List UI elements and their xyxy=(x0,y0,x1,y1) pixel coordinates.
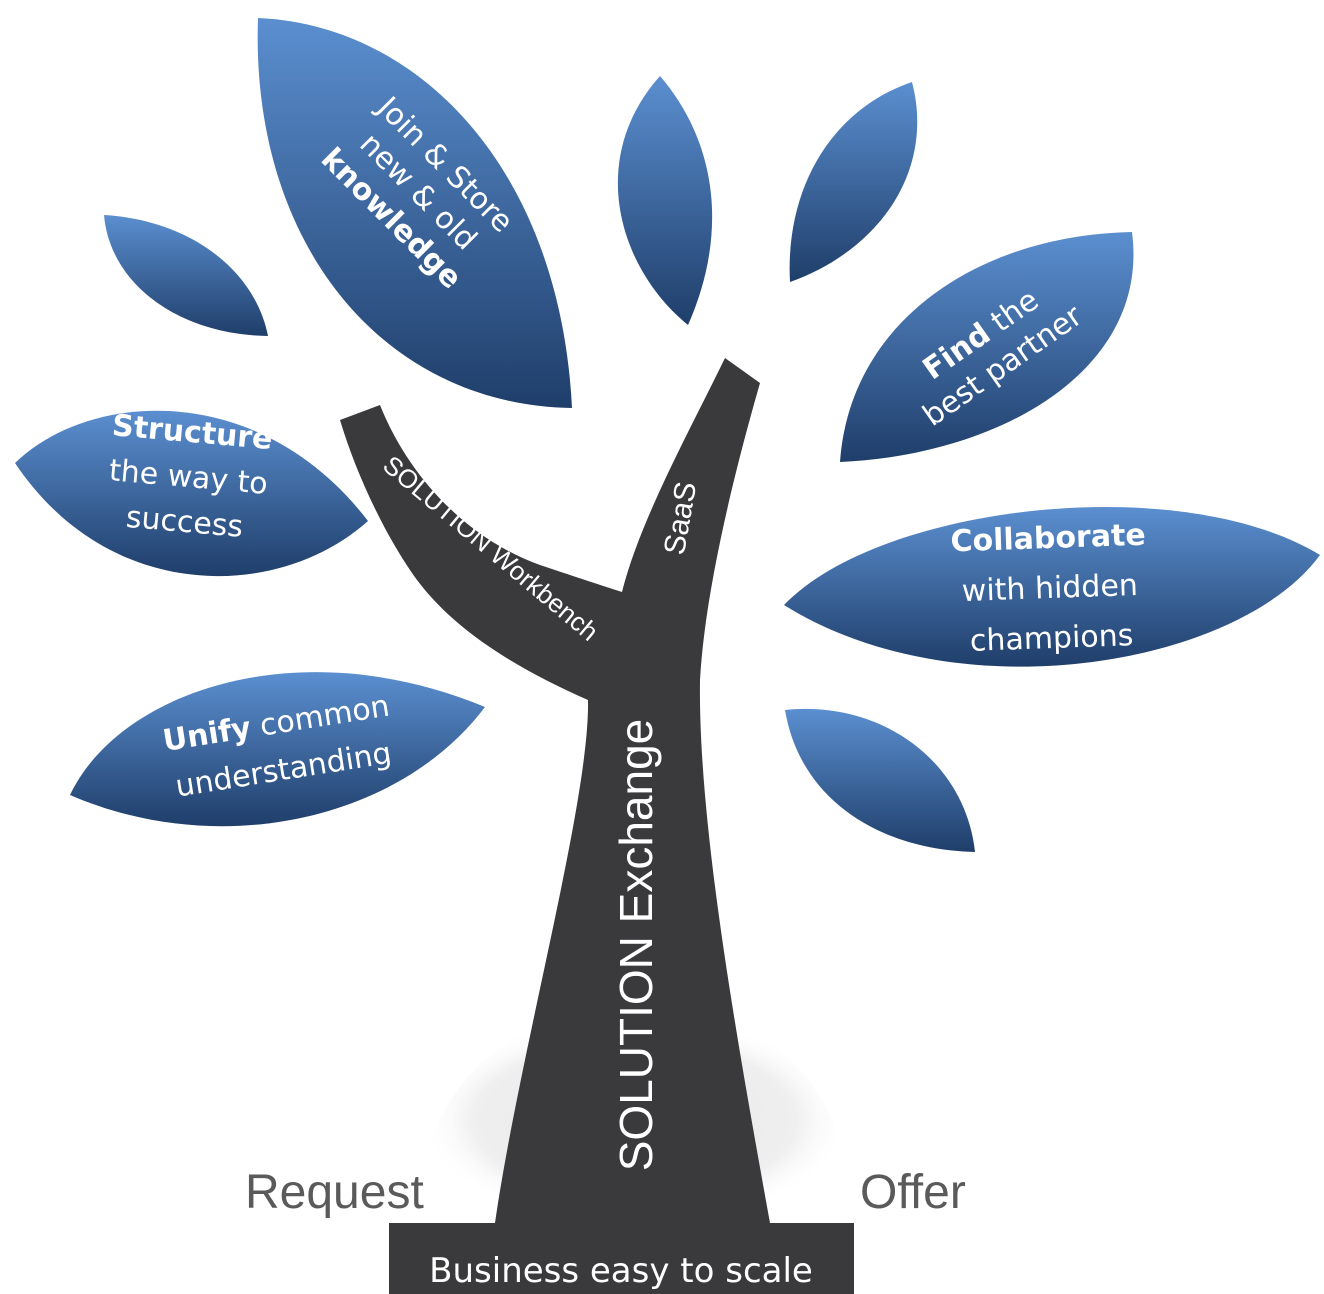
leaf-structure xyxy=(15,410,368,577)
leaf-blank-top-center xyxy=(617,76,713,325)
leaf-collaborate-line-2: with hidden xyxy=(961,568,1138,609)
tree-trunk xyxy=(340,358,770,1223)
leaf-blank-lower-right xyxy=(785,708,975,852)
leaf-blank-top-right xyxy=(789,82,918,282)
leaf-collaborate-line-3: champions xyxy=(969,618,1134,659)
leaf-unify xyxy=(70,672,485,827)
base-bar xyxy=(389,1223,854,1294)
base-label: Business easy to scale xyxy=(429,1251,813,1291)
request-label: Request xyxy=(245,1166,424,1219)
leaf-collaborate-text: Collaborate with hidden champions xyxy=(950,518,1146,659)
leaf-collaborate xyxy=(784,507,1320,667)
trunk-label: SOLUTION Exchange xyxy=(610,719,662,1172)
leaf-blank-left xyxy=(104,215,268,336)
offer-label: Offer xyxy=(860,1166,966,1219)
leaf-find-partner xyxy=(840,232,1134,462)
leaf-collaborate-line-1: Collaborate xyxy=(950,518,1146,560)
leaf-join-store xyxy=(257,18,572,408)
